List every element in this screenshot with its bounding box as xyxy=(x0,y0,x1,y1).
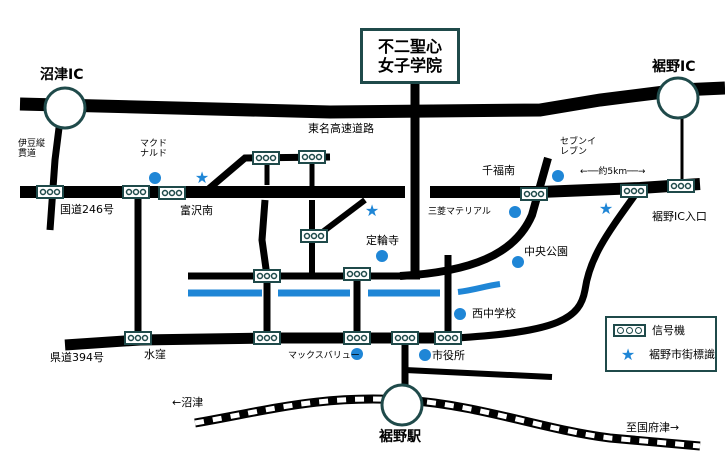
traffic-signal-icon xyxy=(298,150,326,164)
traffic-signal-icon xyxy=(520,187,548,201)
tomizawa-minami-label: 富沢南 xyxy=(180,204,213,217)
legend-signpost-row: ★ 裾野市街標識 xyxy=(607,342,715,366)
city-hall-marker xyxy=(419,349,431,361)
route-246-road-east xyxy=(430,178,701,198)
to-numazu-label: ←沼津 xyxy=(172,396,204,409)
maxvalu-label: マックスバリュー xyxy=(288,351,360,361)
izu-road xyxy=(46,119,64,231)
route-246-label: 国道246号 xyxy=(60,203,114,216)
numazu-ic-circle xyxy=(43,86,87,130)
traffic-signal-icon xyxy=(122,185,150,199)
city-hall-label: 市役所 xyxy=(432,349,465,362)
susono-ic-entrance-label: 裾野IC入口 xyxy=(652,210,707,223)
susono-station-label: 裾野駅 xyxy=(379,429,421,445)
seven-eleven-marker xyxy=(552,170,564,182)
traffic-signal-icon xyxy=(124,331,152,345)
traffic-signal-icon xyxy=(36,185,64,199)
legend-signal-row: 信号機 xyxy=(607,318,715,342)
traffic-signal-icon xyxy=(253,331,281,345)
traffic-signal-icon xyxy=(252,151,280,165)
expressway-road xyxy=(19,81,725,119)
susono-ic-label: 裾野IC xyxy=(652,59,696,75)
jorinji-label: 定輪寺 xyxy=(366,234,399,247)
susono-station-circle xyxy=(380,383,424,427)
expressway-label: 東名高速道路 xyxy=(308,122,374,135)
signpost-star-3: ★ xyxy=(599,199,613,218)
traffic-signal-icon xyxy=(613,323,646,337)
susono-ic-circle xyxy=(656,76,700,120)
eastern-road xyxy=(454,185,643,342)
traffic-signal-icon xyxy=(434,331,462,345)
station-road xyxy=(404,367,553,380)
traffic-signal-icon xyxy=(343,267,371,281)
destination-line1: 不二聖心 xyxy=(377,36,442,56)
maxvalu-marker xyxy=(351,348,363,360)
senpuku-minami-label: 千福南 xyxy=(482,164,515,177)
destination-box: 不二聖心 女子学院 xyxy=(360,28,460,84)
destination-line2: 女子学院 xyxy=(377,56,442,75)
izu-road-label: 伊豆縦貫道 xyxy=(18,139,46,159)
mcdonalds-label: マクドナルド xyxy=(140,139,168,159)
distance-label: ←──約5km──→ xyxy=(580,167,646,177)
star-icon: ★ xyxy=(620,344,636,364)
nishi-jhs-label: 西中学校 xyxy=(472,307,516,320)
legend-signpost-label: 裾野市街標識 xyxy=(649,348,715,361)
mitsubishi-marker xyxy=(509,206,521,218)
traffic-signal-icon xyxy=(158,186,186,200)
to-kozu-label: 至国府津→ xyxy=(626,421,680,434)
traffic-signal-icon xyxy=(253,269,281,283)
mizukubo-label: 水窪 xyxy=(144,348,166,361)
chuo-park-marker xyxy=(512,256,524,268)
signpost-star-2: ★ xyxy=(365,201,379,220)
chuo-park-label: 中央公園 xyxy=(524,245,568,258)
legend-signal-label: 信号機 xyxy=(652,324,685,337)
traffic-signal-icon xyxy=(343,331,371,345)
seven-eleven-label: セブンイレブン xyxy=(560,137,597,157)
traffic-signal-icon xyxy=(391,331,419,345)
pref-394-label: 県道394号 xyxy=(50,351,104,364)
river-east xyxy=(457,281,501,295)
branch-road-c xyxy=(258,199,271,277)
traffic-signal-icon xyxy=(300,229,328,243)
legend: 信号機 ★ 裾野市街標識 xyxy=(605,316,717,372)
jorinji-marker xyxy=(376,250,388,262)
traffic-signal-icon xyxy=(620,184,648,198)
mitsubishi-label: 三菱マテリアル xyxy=(428,207,491,217)
numazu-ic-label: 沼津IC xyxy=(40,67,84,83)
mcdonalds-marker xyxy=(149,172,161,184)
nishi-jhs-marker xyxy=(454,308,466,320)
signpost-star-1: ★ xyxy=(195,168,209,187)
traffic-signal-icon xyxy=(667,179,695,193)
senpuku-road xyxy=(399,156,552,280)
